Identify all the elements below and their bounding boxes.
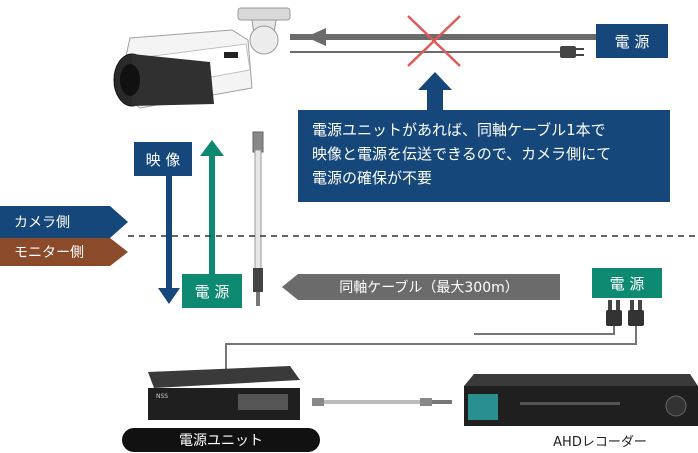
- camera-icon: [113, 7, 291, 109]
- callout-line-2: 映像と電源を伝送できるので、カメラ側にて: [312, 145, 612, 163]
- wire-plug-to-recorder: [474, 326, 615, 335]
- video-label: 映 像: [134, 142, 192, 176]
- top-arrow-left: [306, 28, 326, 46]
- camera-side-tag: カメラ側: [14, 215, 70, 231]
- video-arrow: [158, 170, 180, 304]
- monitor-side-tag: モニター側: [14, 245, 84, 261]
- callout-line-3: 電源の確保が不要: [312, 169, 433, 187]
- power-label-mid: 電 源: [182, 274, 242, 308]
- short-coax-icon: [312, 398, 452, 406]
- cable-label: 同軸ケーブル（最大300m）: [339, 280, 519, 296]
- callout-line-1: 電源ユニットがあれば、同軸ケーブル1本で: [312, 121, 606, 139]
- cable-label-shape: [282, 274, 560, 300]
- right-plug-icon: [606, 300, 644, 326]
- callout-box: 電源ユニットがあれば、同軸ケーブル1本で 映像と電源を伝送できるので、カメラ側に…: [298, 110, 670, 202]
- power-label-top: 電 源: [596, 24, 668, 58]
- cross-icon: [407, 15, 461, 67]
- wire-unit-to-plug: [225, 326, 637, 380]
- plug-icon: [560, 46, 584, 58]
- power-unit-icon: NSS: [148, 366, 300, 420]
- callout-up-arrow: [418, 72, 452, 112]
- ahd-recorder-icon: [464, 374, 698, 426]
- monitor-side-shape: [0, 238, 128, 266]
- camera-side-shape: [0, 206, 128, 238]
- coax-cable-icon: [252, 131, 264, 306]
- power-unit-label: 電源ユニット: [122, 428, 320, 452]
- recorder-label: AHDレコーダー: [553, 435, 647, 450]
- power-up-arrow: [200, 140, 224, 274]
- svg-text:NSS: NSS: [156, 393, 168, 400]
- power-label-right: 電 源: [592, 268, 662, 298]
